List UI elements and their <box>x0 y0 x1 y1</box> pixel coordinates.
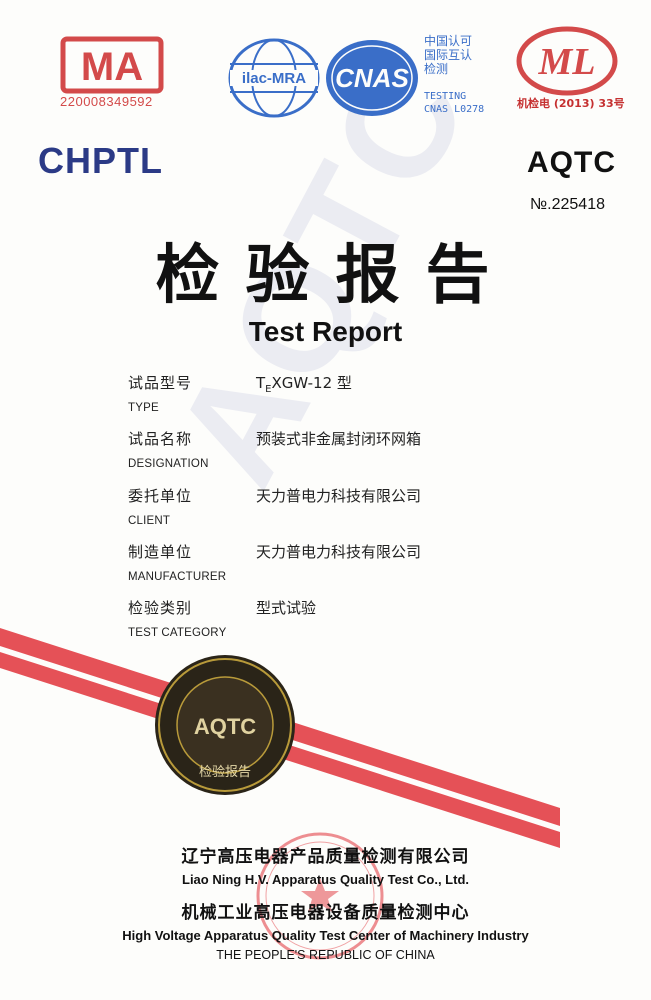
aqtc-logo: AQTC <box>527 146 616 179</box>
cma-number: 220008349592 <box>60 94 153 109</box>
seal-center-text: AQTC <box>194 714 256 739</box>
center-name-en: High Voltage Apparatus Quality Test Cent… <box>122 928 529 943</box>
type-label-cn: 试品型号 <box>128 374 193 392</box>
type-value: TEXGW-12 型 <box>256 372 352 395</box>
aqtc-seal-icon: AQTC 检验报告 <box>155 655 295 795</box>
cnas-cn-line: 检测 <box>424 62 449 76</box>
client-value: 天力普电力科技有限公司 <box>256 487 422 505</box>
ml-logo-icon: ML <box>516 26 618 96</box>
title-chinese: 检验报告 <box>155 239 516 313</box>
ilac-mra-logo-icon: ilac-MRA <box>228 38 320 118</box>
ilac-label: ilac-MRA <box>242 70 306 87</box>
category-value: 型式试验 <box>256 599 317 617</box>
org-name-en: Liao Ning H.V. Apparatus Quality Test Co… <box>182 872 469 887</box>
cnas-en-line: CNAS L0278 <box>424 104 485 115</box>
client-label-en: CLIENT <box>128 515 171 527</box>
manufacturer-value: 天力普电力科技有限公司 <box>256 543 422 561</box>
manufacturer-label-cn: 制造单位 <box>128 543 193 561</box>
ml-logo-label: ML <box>538 41 596 83</box>
type-value-rest: XGW-12 型 <box>271 374 352 392</box>
cma-logo-icon: MA <box>60 36 164 94</box>
cnas-cn-line: 国际互认 <box>424 48 473 62</box>
cnas-logo-icon: CNAS <box>326 40 418 116</box>
type-label-en: TYPE <box>128 402 159 414</box>
type-value-main: T <box>256 374 266 392</box>
red-company-stamp-icon <box>256 832 384 960</box>
ml-number: 机检电 (2013) 33号 <box>517 97 625 110</box>
cnas-cn-line: 中国认可 <box>424 34 473 48</box>
report-number: №.225418 <box>530 196 605 213</box>
country-name: THE PEOPLE'S REPUBLIC OF CHINA <box>216 948 435 962</box>
cnas-en-text: TESTING CNAS L0278 <box>424 90 484 116</box>
org-name-cn: 辽宁高压电器产品质量检测有限公司 <box>181 847 470 867</box>
designation-value: 预装式非金属封闭环网箱 <box>256 430 422 448</box>
cnas-en-line: TESTING <box>424 91 467 102</box>
chptl-logo: CHPTL <box>38 140 163 181</box>
manufacturer-label-en: MANUFACTURER <box>128 571 227 583</box>
category-label-en: TEST CATEGORY <box>128 627 227 639</box>
seal-bottom-text: 检验报告 <box>199 764 251 780</box>
category-label-cn: 检验类别 <box>128 599 193 617</box>
type-value-sub: E <box>265 384 272 395</box>
cnas-label: CNAS <box>335 63 409 93</box>
designation-label-en: DESIGNATION <box>128 458 209 470</box>
cma-logo-label: MA <box>81 45 143 89</box>
title-english: Test Report <box>248 316 403 347</box>
designation-label-cn: 试品名称 <box>128 430 193 448</box>
client-label-cn: 委托单位 <box>128 487 193 505</box>
center-name-cn: 机械工业高压电器设备质量检测中心 <box>181 903 470 923</box>
cnas-cn-text: 中国认可 国际互认 检测 <box>424 34 504 76</box>
